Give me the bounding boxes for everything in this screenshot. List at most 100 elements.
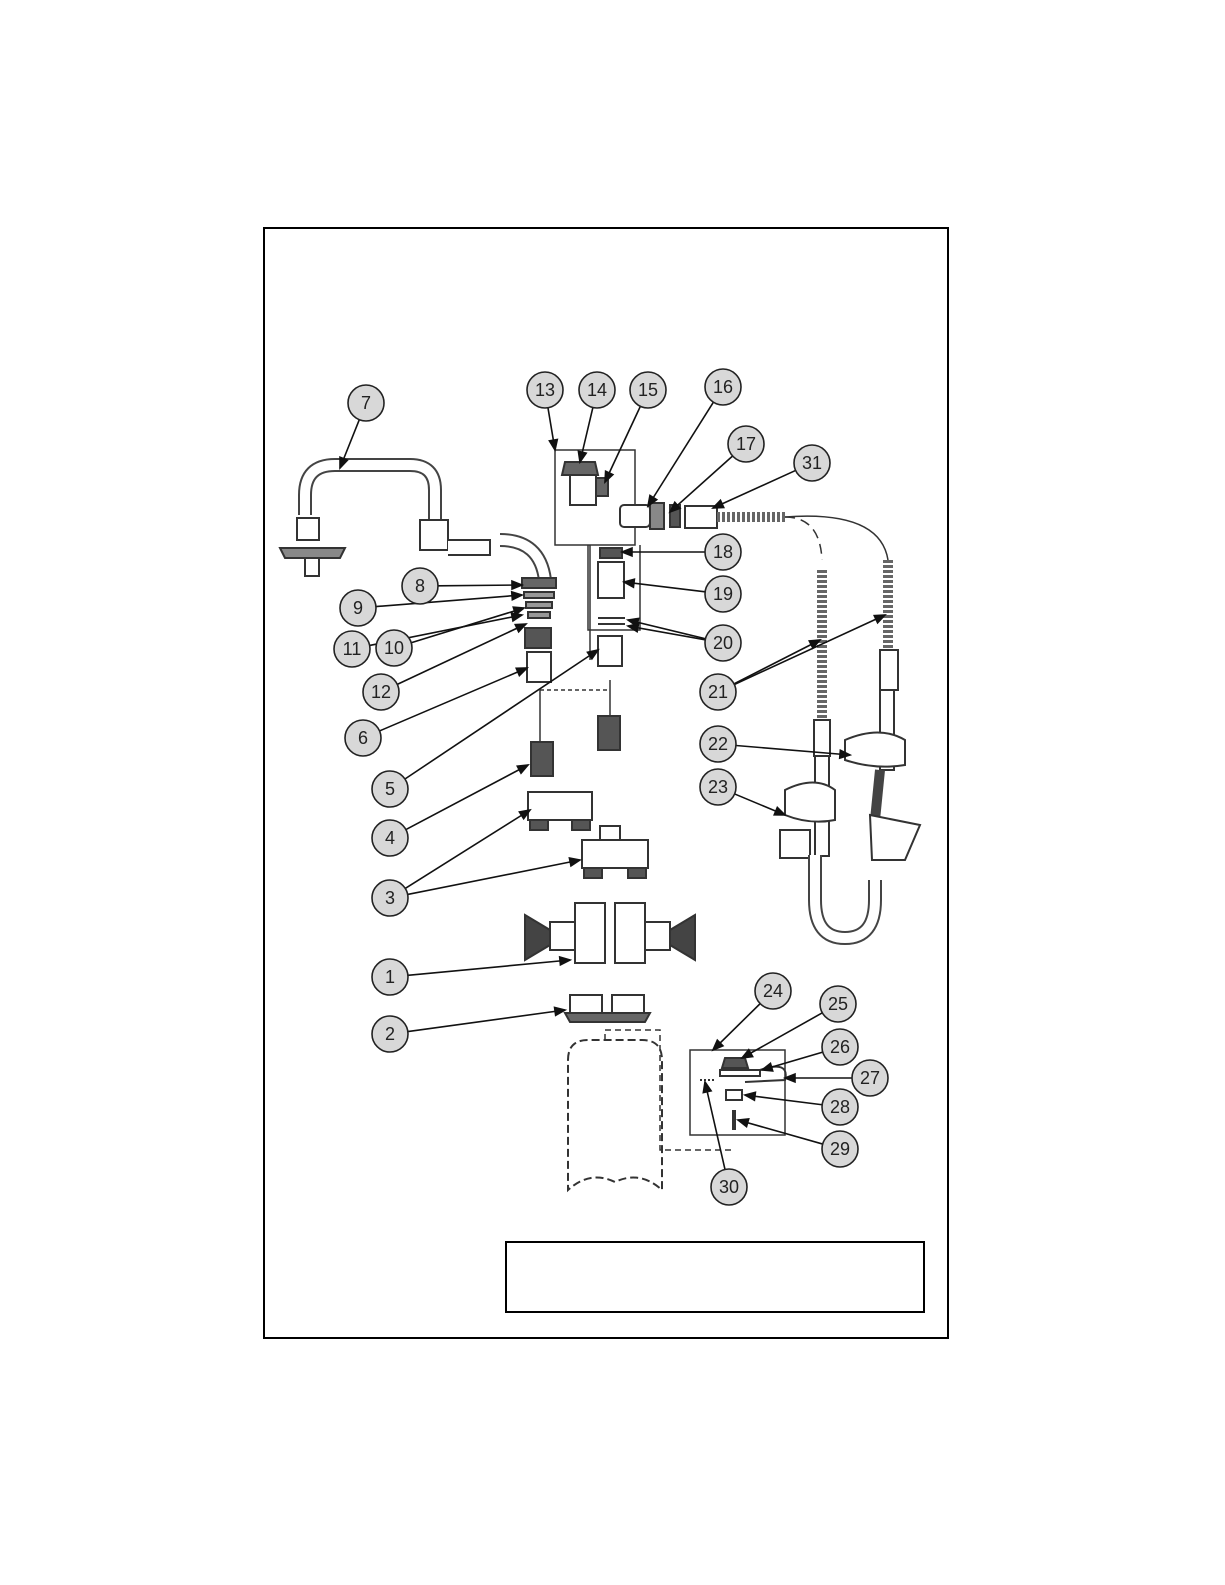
- leader-line-5: [405, 650, 598, 779]
- callout-12: 12: [363, 674, 399, 710]
- callout-number: 30: [719, 1177, 739, 1197]
- callout-10: 10: [376, 630, 412, 666]
- callout-6: 6: [345, 720, 381, 756]
- leader-arrowhead-4: [517, 765, 528, 773]
- leader-line-19: [624, 582, 705, 592]
- flange-upper: [528, 792, 592, 820]
- callout-25: 25: [820, 986, 856, 1022]
- callout-8: 8: [402, 568, 438, 604]
- leader-arrowhead-5: [587, 650, 598, 659]
- callout-number: 13: [535, 380, 555, 400]
- callout-16: 16: [705, 369, 741, 405]
- leader-arrowhead-1: [560, 957, 570, 965]
- leader-arrowhead-18: [622, 548, 632, 556]
- callout-number: 27: [860, 1068, 880, 1088]
- leader-line-21: [734, 640, 820, 684]
- leader-arrowhead-6: [516, 668, 527, 676]
- callout-26: 26: [822, 1029, 858, 1065]
- callout-7: 7: [348, 385, 384, 421]
- callout-number: 7: [361, 393, 371, 413]
- callout-29: 29: [822, 1131, 858, 1167]
- callout-21: 21: [700, 674, 736, 710]
- washer-stack: [522, 578, 556, 648]
- nipple-6: [527, 652, 551, 682]
- callout-number: 11: [343, 639, 362, 659]
- callout-number: 28: [830, 1097, 850, 1117]
- callout-number: 20: [713, 633, 733, 653]
- callout-number: 18: [713, 542, 733, 562]
- gasket-right: [598, 716, 620, 750]
- leader-arrowhead-2: [555, 1007, 565, 1015]
- leader-line-1: [408, 960, 570, 975]
- callout-number: 24: [763, 981, 783, 1001]
- leader-line-16: [648, 402, 713, 506]
- callout-number: 1: [385, 967, 395, 987]
- callout-11: 11: [334, 631, 370, 667]
- callout-number: 22: [708, 734, 728, 754]
- callout-23: 23: [700, 769, 736, 805]
- hose-nut-31: [685, 506, 717, 528]
- leader-line-6: [380, 668, 527, 731]
- callout-number: 3: [385, 888, 395, 908]
- leader-arrowhead-19: [624, 579, 634, 587]
- callout-number: 19: [713, 584, 733, 604]
- leader-line-20: [628, 626, 705, 640]
- callout-number: 21: [708, 682, 728, 702]
- leader-arrowhead-31: [713, 500, 724, 508]
- callout-22: 22: [700, 726, 736, 762]
- callout-number: 2: [385, 1024, 395, 1044]
- leader-arrowhead-23: [774, 807, 785, 815]
- leader-arrowhead-3: [569, 858, 580, 866]
- callout-13: 13: [527, 372, 563, 408]
- spray-valve-left: [780, 756, 875, 938]
- callout-number: 23: [708, 777, 728, 797]
- leader-arrowhead-11: [511, 613, 522, 621]
- leader-line-9: [376, 595, 522, 607]
- nut-right: [612, 995, 644, 1013]
- caption-box: [505, 1241, 925, 1313]
- spout-assembly: [280, 465, 545, 580]
- leader-line-4: [406, 765, 528, 830]
- callout-3: 3: [372, 880, 408, 916]
- bucket: [568, 1040, 662, 1190]
- flange-lower: [582, 840, 648, 868]
- callout-1: 1: [372, 959, 408, 995]
- callout-14: 14: [579, 372, 615, 408]
- leader-line-21: [734, 615, 885, 684]
- callout-number: 12: [371, 682, 391, 702]
- leader-line-8: [438, 585, 522, 586]
- callout-number: 4: [385, 828, 395, 848]
- callout-number: 8: [415, 576, 425, 596]
- leader-line-12: [397, 624, 526, 684]
- callout-4: 4: [372, 820, 408, 856]
- valve-bodies: [525, 903, 695, 963]
- callout-9: 9: [340, 590, 376, 626]
- callout-number: 10: [384, 638, 404, 658]
- callout-17: 17: [728, 426, 764, 462]
- callout-19: 19: [705, 576, 741, 612]
- leader-line-31: [713, 470, 796, 508]
- callout-number: 6: [358, 728, 368, 748]
- callout-number: 25: [828, 994, 848, 1014]
- leader-arrowhead-8: [512, 581, 522, 589]
- leader-arrowhead-13: [549, 439, 557, 450]
- gasket-left: [531, 742, 553, 776]
- callout-number: 26: [830, 1037, 850, 1057]
- callout-18: 18: [705, 534, 741, 570]
- callout-number: 14: [587, 380, 607, 400]
- callout-27: 27: [852, 1060, 888, 1096]
- leader-line-3: [405, 810, 530, 888]
- spray-valve-right: [845, 690, 920, 860]
- leader-arrowhead-9: [512, 592, 522, 600]
- nut-left: [570, 995, 602, 1013]
- callout-31: 31: [794, 445, 830, 481]
- callout-number: 17: [736, 434, 756, 454]
- nipple-5: [598, 636, 622, 666]
- callout-number: 9: [353, 598, 363, 618]
- callout-number: 29: [830, 1139, 850, 1159]
- callout-20: 20: [705, 625, 741, 661]
- callout-number: 31: [802, 453, 822, 473]
- callout-2: 2: [372, 1016, 408, 1052]
- leader-line-22: [736, 745, 850, 755]
